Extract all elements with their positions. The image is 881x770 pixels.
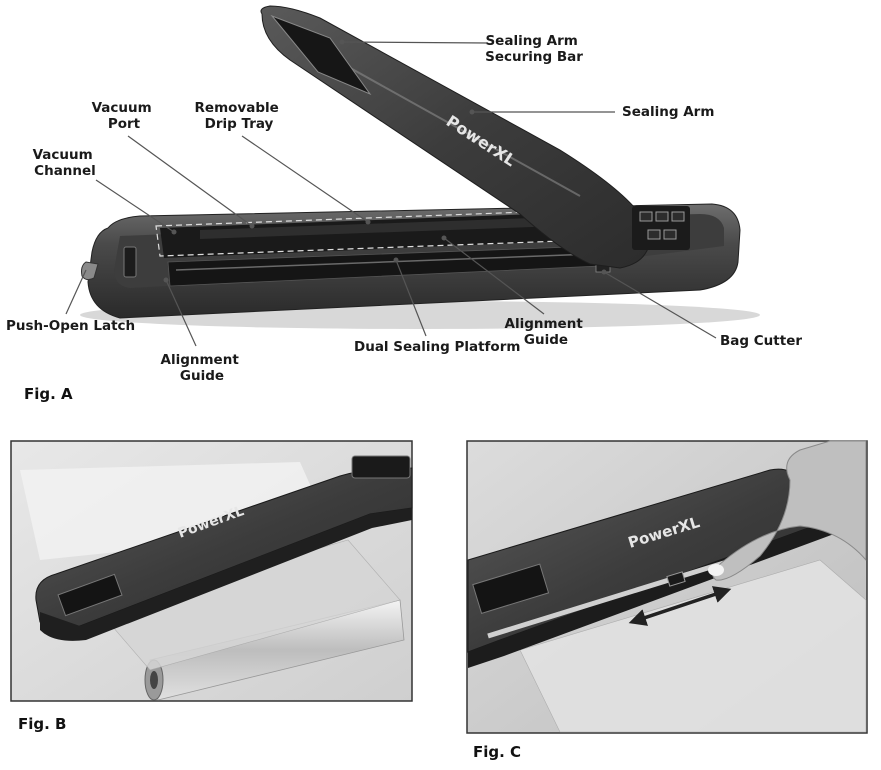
label-bag-cutter: Bag Cutter (720, 333, 802, 349)
label-removable-drip-tray: Removable Drip Tray (195, 100, 284, 132)
label-alignment-guide-left: Alignment Guide (161, 352, 244, 384)
fig-c: PowerXL Fig. C (466, 440, 868, 761)
fig-c-cutter-rail (487, 555, 741, 639)
left-end-slot (123, 246, 137, 278)
fig-c-bag (519, 559, 867, 733)
push-open-latch[interactable] (81, 261, 99, 281)
fig-a-label: Fig. A (24, 385, 73, 403)
label-push-open-latch: Push-Open Latch (6, 318, 135, 334)
control-button-1[interactable] (639, 211, 653, 222)
fig-b-securing-bar (57, 573, 123, 617)
control-button-5[interactable] (663, 229, 677, 240)
removable-drip-tray (200, 217, 560, 239)
label-sealing-arm-securing-bar: Sealing Arm Securing Bar (485, 33, 583, 65)
fig-b-label: Fig. B (18, 715, 66, 733)
control-button-3[interactable] (671, 211, 685, 222)
label-alignment-guide-right: Alignment Guide (505, 316, 588, 348)
label-sealing-arm: Sealing Arm (622, 104, 714, 120)
fig-c-slide-arrow (628, 586, 732, 626)
fig-c-fingertip (708, 564, 724, 576)
fig-b-control-panel (351, 455, 411, 479)
callout-leaders (65, 39, 717, 347)
control-button-2[interactable] (655, 211, 669, 222)
fig-c-hand (712, 440, 867, 581)
sealing-strip (175, 253, 593, 271)
fig-a: PowerXL Sealing Arm Sec (6, 5, 802, 403)
fig-b: PowerXL Fig. B (10, 440, 413, 733)
label-vacuum-channel: Vacuum Channel (33, 147, 98, 179)
fig-c-label: Fig. C (473, 743, 521, 761)
sealing-arm-securing-bar[interactable] (270, 14, 372, 96)
control-button-4[interactable] (647, 229, 661, 240)
label-dual-sealing-platform: Dual Sealing Platform (354, 339, 520, 355)
bag-roll (144, 599, 405, 701)
control-panel (632, 206, 690, 250)
fig-c-securing-bar (472, 563, 550, 614)
fig-b-sealer-front (40, 508, 412, 641)
fig-c-bag-cutter[interactable] (666, 571, 686, 587)
callout-labels: Sealing Arm Securing Bar Sealing Arm Vac… (6, 33, 802, 384)
label-vacuum-port: Vacuum Port (92, 100, 157, 132)
